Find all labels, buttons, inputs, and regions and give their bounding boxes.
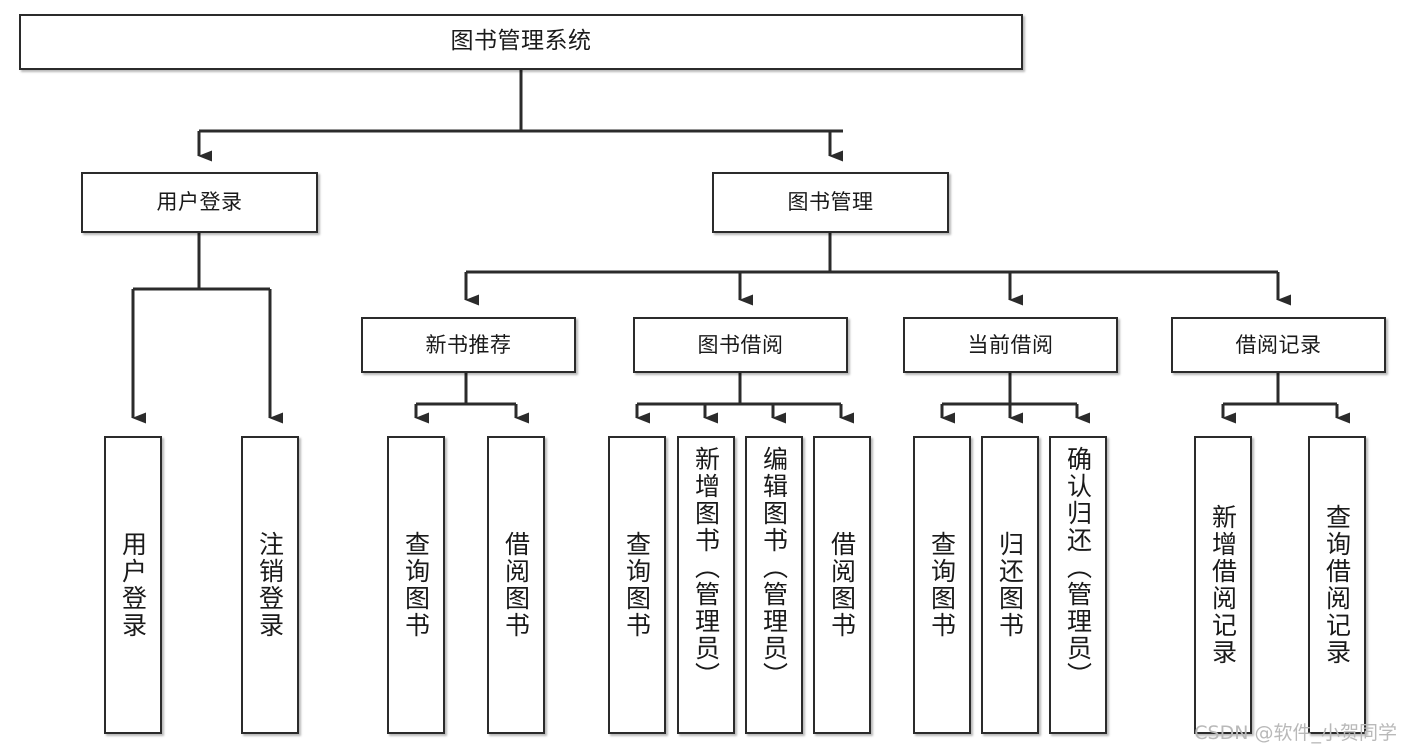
leaf-new-book-borrow[interactable]: 借阅图书 <box>487 436 545 734</box>
node-user-login[interactable]: 用户登录 <box>81 172 318 233</box>
node-label: 用户登录 <box>118 531 148 639</box>
node-label: 借阅记录 <box>1235 332 1322 357</box>
node-label: 查询借阅记录 <box>1322 504 1352 666</box>
leaf-current-return-book[interactable]: 归还图书 <box>981 436 1039 734</box>
node-current-borrow[interactable]: 当前借阅 <box>903 317 1118 373</box>
node-label: 查询图书 <box>401 531 431 639</box>
leaf-user-login-signout[interactable]: 注销登录 <box>241 436 299 734</box>
leaf-record-add[interactable]: 新增借阅记录 <box>1194 436 1252 734</box>
leaf-user-login-signin[interactable]: 用户登录 <box>104 436 162 734</box>
node-root-system[interactable]: 图书管理系统 <box>19 14 1023 70</box>
watermark: CSDN @软件_小贺同学 <box>1194 722 1397 744</box>
leaf-current-confirm-return[interactable]: 确认归还（管理员） <box>1049 436 1107 734</box>
node-label: 新增图书（管理员） <box>691 446 721 689</box>
node-book-borrow[interactable]: 图书借阅 <box>633 317 848 373</box>
node-label: 图书管理系统 <box>450 28 592 55</box>
node-label: 编辑图书（管理员） <box>759 446 789 689</box>
leaf-borrow-query-book[interactable]: 查询图书 <box>608 436 666 734</box>
node-label: 确认归还（管理员） <box>1063 446 1093 689</box>
node-label: 新书推荐 <box>425 332 512 357</box>
leaf-borrow-add-book[interactable]: 新增图书（管理员） <box>677 436 735 734</box>
node-label: 用户登录 <box>156 190 243 215</box>
node-new-book-recommend[interactable]: 新书推荐 <box>361 317 576 373</box>
leaf-record-query[interactable]: 查询借阅记录 <box>1308 436 1366 734</box>
node-book-management[interactable]: 图书管理 <box>712 172 949 233</box>
node-label: 借阅图书 <box>501 531 531 639</box>
node-label: 借阅图书 <box>827 531 857 639</box>
node-label: 图书管理 <box>787 190 874 215</box>
leaf-new-book-query[interactable]: 查询图书 <box>387 436 445 734</box>
node-label: 当前借阅 <box>967 332 1054 357</box>
node-label: 注销登录 <box>255 531 285 639</box>
node-borrow-record[interactable]: 借阅记录 <box>1171 317 1386 373</box>
node-label: 查询图书 <box>927 531 957 639</box>
node-label: 查询图书 <box>622 531 652 639</box>
leaf-borrow-edit-book[interactable]: 编辑图书（管理员） <box>745 436 803 734</box>
node-label: 新增借阅记录 <box>1208 504 1238 666</box>
node-label: 图书借阅 <box>697 332 784 357</box>
leaf-current-query-book[interactable]: 查询图书 <box>913 436 971 734</box>
leaf-borrow-borrow-book[interactable]: 借阅图书 <box>813 436 871 734</box>
node-label: 归还图书 <box>995 531 1025 639</box>
